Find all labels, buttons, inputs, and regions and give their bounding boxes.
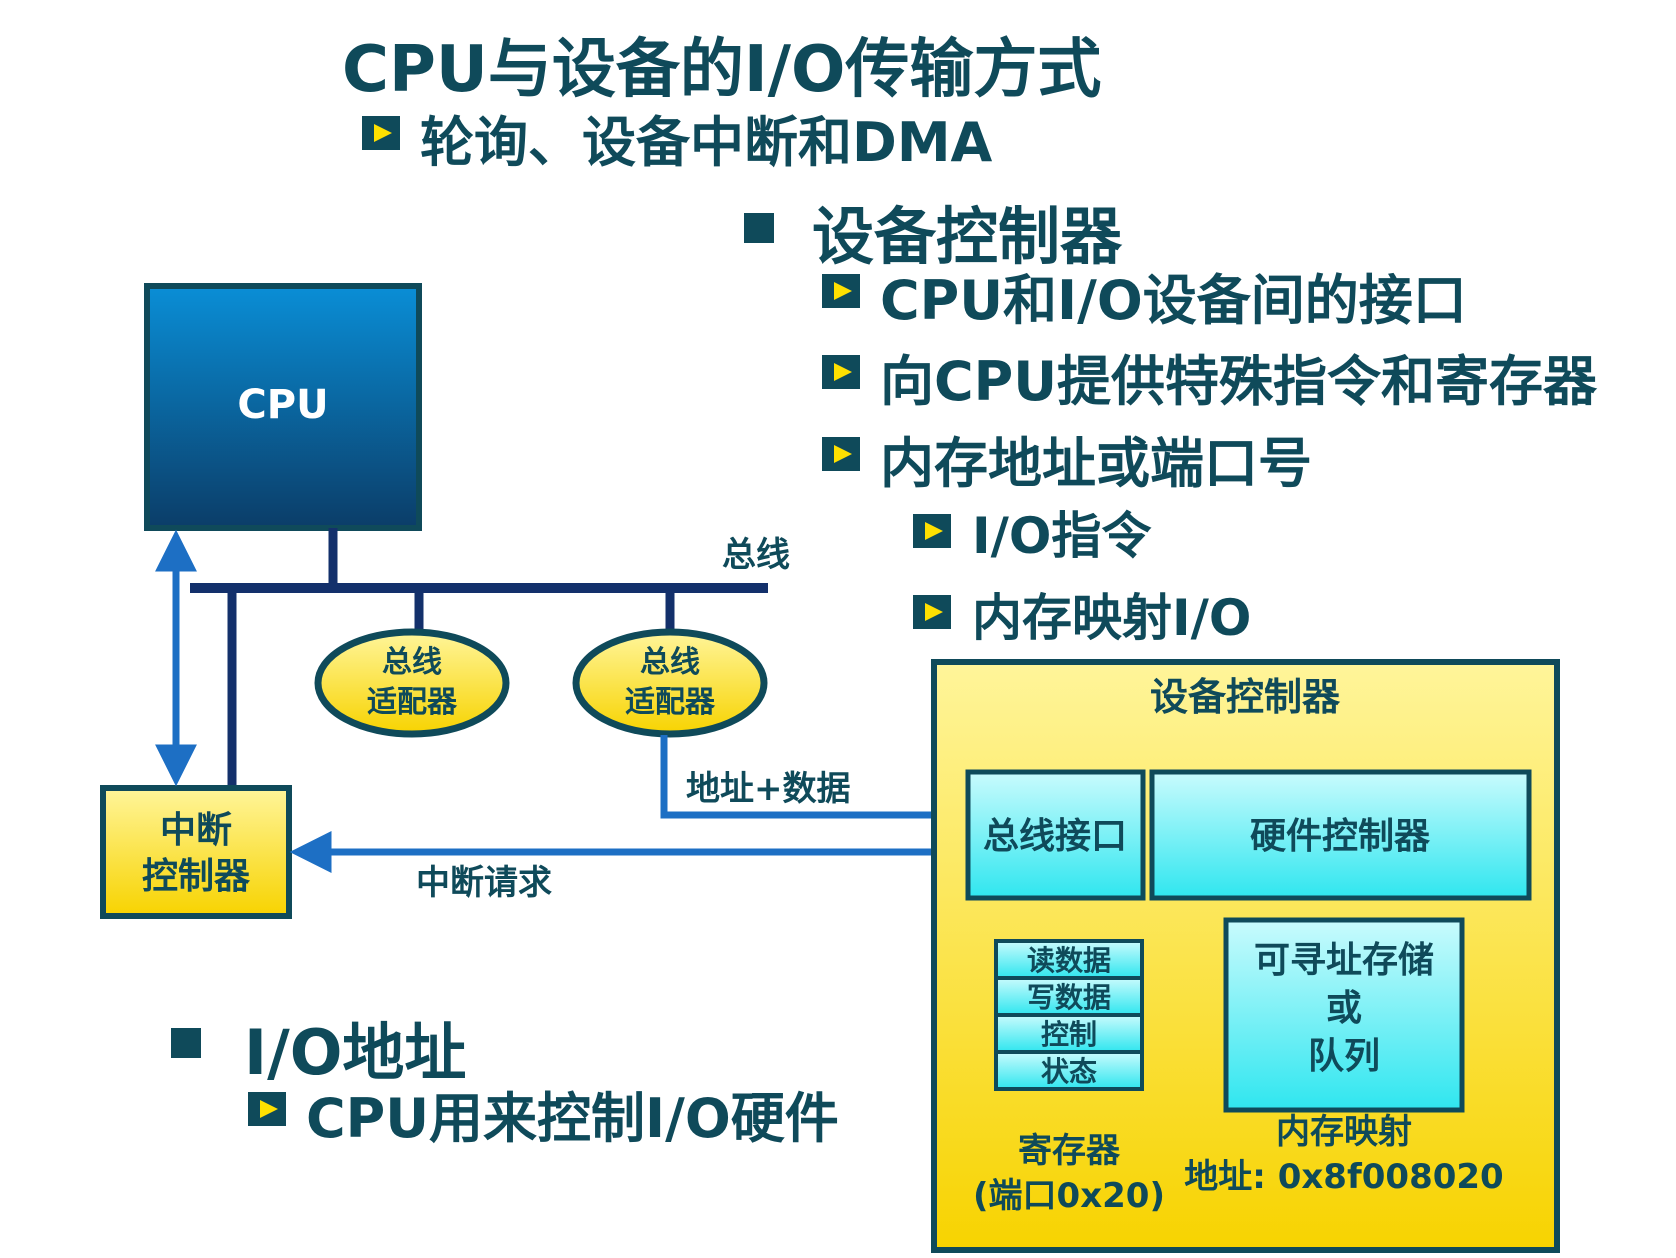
bus-adapter-1-line1: 总线: [382, 645, 442, 680]
interrupt-controller-line1: 中断: [160, 810, 232, 851]
bus-adapter-2-line1: 总线: [640, 645, 700, 680]
controller-point: 内存地址或端口号: [880, 432, 1312, 495]
storage-line1: 可寻址存储: [1254, 940, 1434, 981]
register-caption-line1: 寄存器: [1018, 1131, 1121, 1171]
bus-adapter-1-line2: 适配器: [367, 685, 458, 720]
address-data-label: 地址+数据: [686, 769, 851, 809]
subtitle: 轮询、设备中断和DMA: [420, 111, 993, 174]
io-point: CPU用来控制I/O硬件: [306, 1087, 839, 1150]
storage-box: [1223, 917, 1465, 1113]
triangle-bullet-icon: [913, 514, 951, 548]
controller-point: 向CPU提供特殊指令和寄存器: [880, 350, 1598, 413]
controller-heading: 设备控制器: [812, 200, 1123, 273]
triangle-bullet-icon: [822, 355, 860, 389]
interrupt-controller-line2: 控制器: [142, 856, 251, 897]
register-label: 读数据: [1027, 944, 1111, 977]
io-heading: I/O地址: [244, 1016, 467, 1089]
hardware-controller-box: [1149, 769, 1532, 901]
page-title: CPU与设备的I/O传输方式: [342, 33, 1102, 107]
register-caption-line2: (端口0x20): [973, 1176, 1165, 1216]
bus-adapter-2-line2: 适配器: [625, 685, 716, 720]
storage-line2: 或: [1326, 988, 1362, 1029]
interrupt-controller-box: [100, 785, 292, 919]
bus-label: 总线: [722, 535, 790, 575]
memory-map-caption-line2: 地址: 0x8f008020: [1184, 1157, 1503, 1197]
storage-line3: 队列: [1308, 1036, 1380, 1077]
triangle-bullet-icon: [913, 595, 951, 629]
register-row: [994, 976, 1144, 1017]
register-label: 控制: [1041, 1018, 1097, 1051]
square-bullet-icon: [171, 1028, 201, 1058]
cpu-label: CPU: [237, 382, 328, 428]
bus-interface-box: [965, 769, 1146, 901]
register-row: [994, 1050, 1144, 1091]
bus-interface-label: 总线接口: [983, 816, 1127, 857]
register-label: 写数据: [1027, 981, 1111, 1014]
address-data-line: [660, 735, 968, 819]
register-label: 状态: [1041, 1055, 1097, 1088]
controller-point: CPU和I/O设备间的接口: [880, 269, 1467, 332]
square-bullet-icon: [744, 213, 774, 243]
device-controller-title: 设备控制器: [1150, 675, 1341, 719]
triangle-bullet-icon: [248, 1092, 286, 1126]
memory-map-caption-line1: 内存映射: [1276, 1112, 1412, 1152]
controller-subpoint: 内存映射I/O: [972, 589, 1252, 647]
bus-adapter-2: [572, 628, 768, 738]
triangle-bullet-icon: [822, 274, 860, 308]
triangle-bullet-icon: [362, 116, 400, 150]
bus-adapter-1: [314, 628, 510, 738]
triangle-bullet-icon: [822, 437, 860, 471]
hardware-controller-label: 硬件控制器: [1250, 816, 1431, 857]
controller-subpoint: I/O指令: [972, 507, 1152, 565]
cpu-box: [144, 283, 422, 531]
interrupt-request-label: 中断请求: [416, 863, 552, 903]
